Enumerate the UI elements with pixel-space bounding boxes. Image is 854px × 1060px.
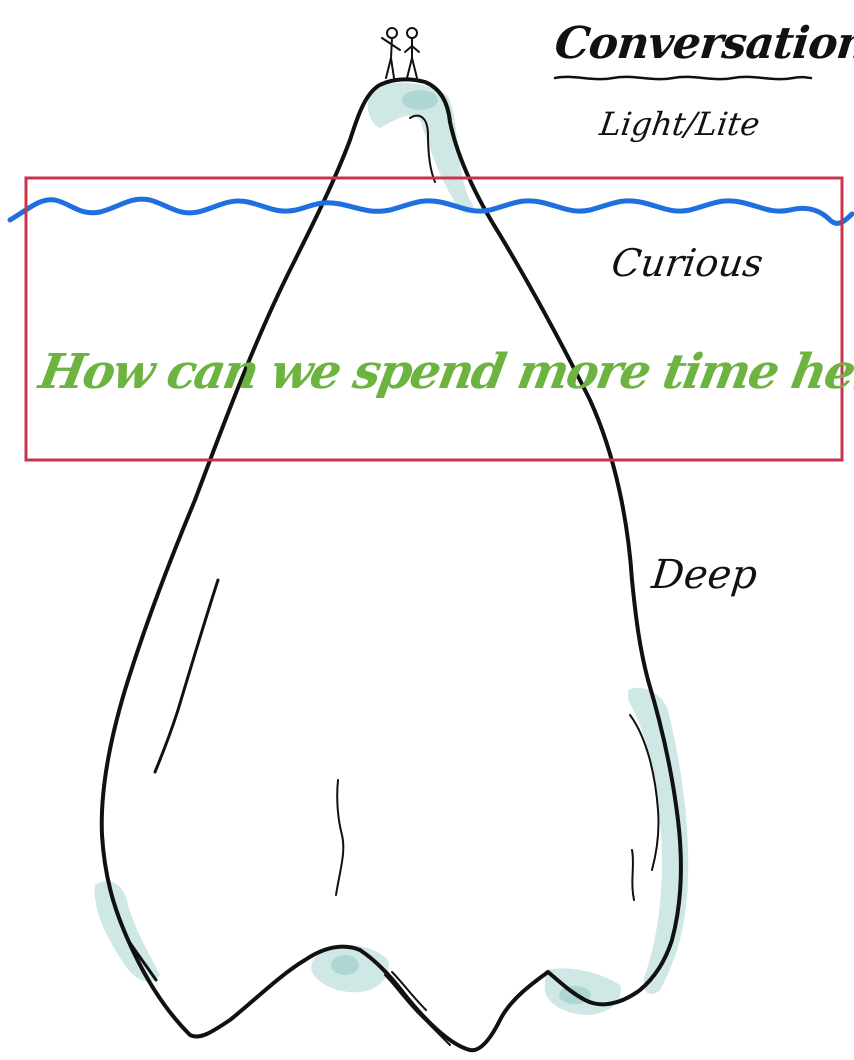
ice-shade-dot-mid: [331, 955, 359, 975]
figure-2-body: [405, 38, 419, 78]
diagram-title: Conversations: [553, 22, 854, 66]
figure-1-body: [382, 38, 400, 78]
level-label-middle: Curious: [609, 244, 765, 282]
crack-right-2: [632, 850, 634, 900]
level-label-surface: Light/Lite: [598, 108, 762, 140]
crack-mid: [336, 780, 343, 895]
iceberg-outline: [102, 79, 681, 1050]
level-label-bottom: Deep: [650, 555, 759, 595]
title-underline: [553, 72, 813, 84]
question-text: How can we spend more time here?: [36, 348, 854, 396]
ice-shading-dark: [331, 90, 591, 1004]
crack-left: [155, 580, 218, 772]
figure-1-head: [387, 28, 397, 38]
figure-2-head: [407, 28, 417, 38]
ice-shading: [95, 83, 689, 1015]
crack-lines: [128, 116, 659, 1045]
ice-shade-left: [95, 881, 160, 981]
waterline: [10, 199, 852, 223]
stick-figures-icon: [382, 28, 419, 78]
highlight-box: [26, 178, 842, 460]
ice-shade-dot-top: [402, 90, 438, 110]
